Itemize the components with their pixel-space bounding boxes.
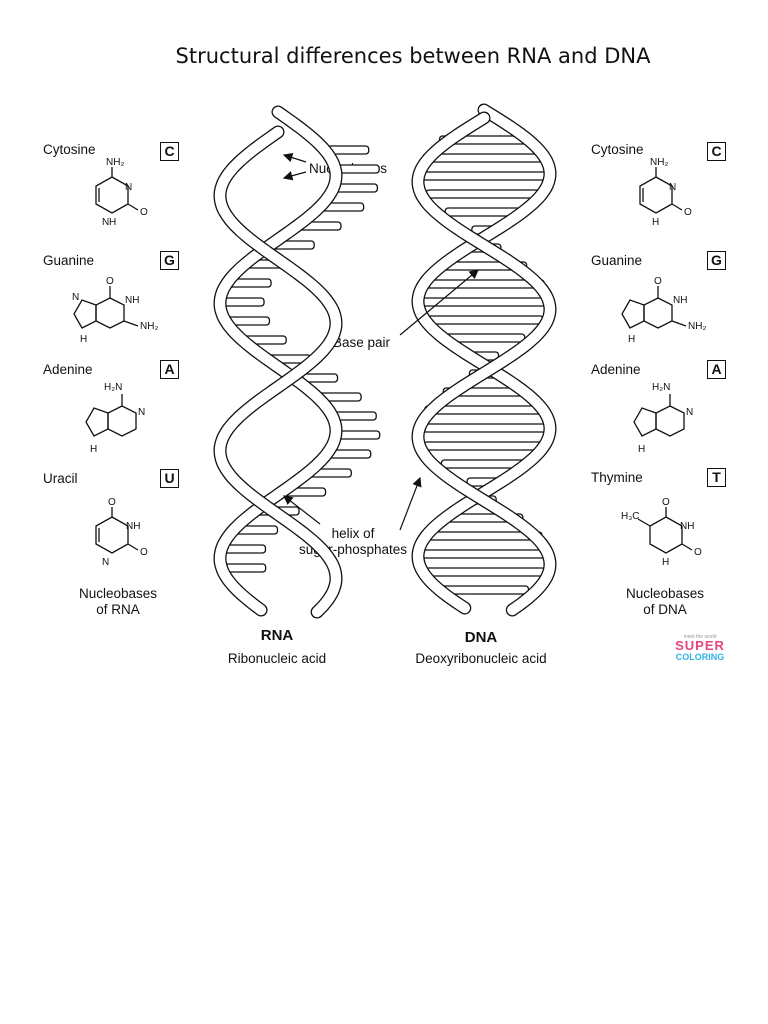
- rna-cytosine-nh: N: [102, 217, 109, 228]
- dna-guanine-nh2: NH₂: [688, 321, 706, 332]
- dna-nucleobases-caption: Nucleobases of DNA: [605, 586, 725, 618]
- dna-adenine-n: N: [686, 407, 693, 418]
- dna-cytosine-h: H: [652, 217, 659, 228]
- dna-cytosine-molecule: NH₂ N O H: [639, 157, 692, 228]
- dna-guanine-letter-box: G: [707, 251, 726, 270]
- rna-guanine-label: Guanine: [43, 253, 95, 268]
- dna-base-pair: [424, 315, 544, 325]
- dna-adenine-letter-box: A: [707, 360, 726, 379]
- dna-thymine-h: H: [662, 557, 669, 568]
- rna-title: RNA: [260, 627, 294, 644]
- dna-guanine-h: H: [628, 334, 635, 345]
- rna-adenine-letter-box: A: [160, 360, 179, 379]
- dna-base-pair: [417, 171, 551, 181]
- dna-adenine-h: H: [638, 444, 645, 455]
- rna-cytosine-n: N: [125, 182, 132, 193]
- rna-uracil-n: N: [102, 557, 109, 568]
- dna-adenine-molecule: H₂N N H: [633, 382, 693, 455]
- dna-thymine-o: O: [694, 547, 702, 558]
- rna-uracil-o-top: O: [108, 497, 116, 508]
- dna-caption-line2: of DNA: [643, 602, 687, 617]
- rna-caption-line2: of RNA: [96, 602, 140, 617]
- dna-thymine-o-top: O: [662, 497, 670, 508]
- nucleobases-arrow-1: [282, 152, 307, 163]
- rna-cytosine-molecule: NH₂ N O N H: [95, 157, 148, 228]
- dna-base-pair: [423, 441, 545, 451]
- helix-arrow-dna: [399, 476, 422, 531]
- dna-guanine-molecule: O NH NH₂ H: [621, 276, 706, 345]
- dna-cytosine-o: O: [684, 207, 692, 218]
- dna-thymine-label: Thymine: [591, 470, 643, 485]
- dna-guanine-o: O: [654, 276, 662, 287]
- dna-base-pair: [417, 423, 551, 433]
- dna-guanine-label: Guanine: [591, 253, 643, 268]
- rna-guanine-nh2: NH₂: [140, 321, 158, 332]
- dna-cytosine-nh2: NH₂: [650, 157, 668, 168]
- dna-adenine-label: Adenine: [591, 362, 641, 377]
- dna-backbone-b-fill: [412, 112, 556, 616]
- dna-thymine-h3c: H₃C: [621, 511, 640, 522]
- rna-backbone-a-fill: [214, 106, 342, 616]
- dna-thymine-molecule: O NH O H₃C H: [621, 497, 702, 568]
- dna-base-pair: [425, 189, 543, 199]
- dna-backbone-a-fill: [412, 104, 556, 614]
- rna-adenine-label: Adenine: [43, 362, 93, 377]
- dna-cytosine-letter-box: C: [707, 142, 726, 161]
- base-pair-arrow: [399, 269, 479, 336]
- dna-base-pair: [417, 549, 551, 559]
- rna-guanine-molecule: O NH NH₂ N H: [72, 276, 158, 345]
- rna-adenine-molecule: H₂N N H: [85, 382, 145, 455]
- rna-subtitle: Ribonucleic acid: [227, 651, 327, 666]
- rna-adenine-h: H: [90, 444, 97, 455]
- rna-guanine-letter-box: G: [160, 251, 179, 270]
- rna-guanine-nh: NH: [125, 295, 139, 306]
- helix-annotation-line1: helix of: [331, 526, 375, 541]
- dna-thymine-nh: NH: [680, 521, 694, 532]
- page-title: Structural differences between RNA and D…: [175, 44, 651, 68]
- dna-cytosine-n: N: [669, 182, 676, 193]
- rna-uracil-nh: NH: [126, 521, 140, 532]
- rna-guanine-o: O: [106, 276, 114, 287]
- logo-word-super: SUPER: [675, 638, 725, 653]
- dna-adenine-h2n: H₂N: [652, 382, 670, 393]
- rna-caption-line1: Nucleobases: [78, 586, 158, 601]
- rna-cytosine-nh2: NH₂: [106, 157, 124, 168]
- dna-base-pair: [422, 567, 546, 577]
- rna-nucleobases-caption: Nucleobases of RNA: [58, 586, 178, 618]
- rna-cytosine-o: O: [140, 207, 148, 218]
- rna-helix: [213, 105, 381, 619]
- rna-guanine-n: N: [72, 292, 79, 303]
- rna-cytosine-letter-box: C: [160, 142, 179, 161]
- rna-cytosine-label: Cytosine: [43, 142, 96, 157]
- rna-uracil-o: O: [140, 547, 148, 558]
- helix-arrow-rna: [283, 495, 321, 525]
- logo-word-coloring: COLORING: [675, 652, 725, 662]
- base-pair-annotation: Base pair: [333, 335, 391, 350]
- nucleobases-arrow-2: [282, 171, 307, 181]
- dna-cytosine-label: Cytosine: [591, 142, 644, 157]
- dna-subtitle: Deoxyribonucleic acid: [415, 651, 547, 666]
- rna-guanine-h: H: [80, 334, 87, 345]
- dna-thymine-letter-box: T: [707, 468, 726, 487]
- dna-title: DNA: [464, 629, 498, 646]
- rna-cytosine-h: H: [109, 217, 116, 228]
- dna-helix: [411, 103, 557, 617]
- rna-adenine-h2n: H₂N: [104, 382, 122, 393]
- rna-uracil-molecule: O NH O N: [95, 497, 148, 568]
- dna-base-pair: [417, 297, 551, 307]
- logo-tagline: meet the world: [683, 634, 717, 640]
- rna-adenine-n: N: [138, 407, 145, 418]
- rna-uracil-label: Uracil: [43, 471, 78, 486]
- dna-guanine-nh: NH: [673, 295, 687, 306]
- dna-caption-line1: Nucleobases: [625, 586, 705, 601]
- dna-base-pair: [422, 153, 546, 163]
- rna-uracil-letter-box: U: [160, 469, 179, 488]
- super-coloring-logo: meet the world SUPER COLORING: [672, 634, 728, 662]
- rna-backbone-b-fill: [214, 126, 342, 618]
